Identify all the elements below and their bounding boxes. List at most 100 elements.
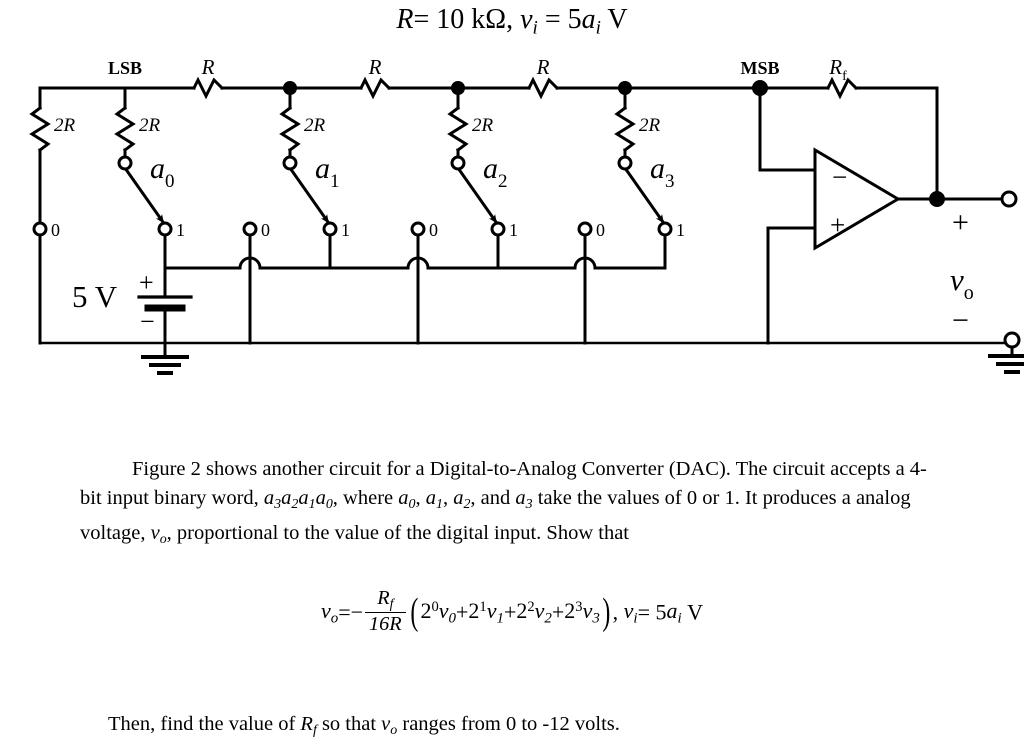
output-label-minus: −	[952, 304, 969, 337]
shunt-resistor-label-2: 2R	[304, 115, 326, 136]
eq-ai: ai	[666, 597, 682, 627]
wire-hop-3	[573, 256, 597, 270]
eq-close-paren: )	[602, 590, 611, 633]
para1-text-b: , where	[332, 486, 399, 509]
contact-label-0-terminator: 0	[51, 220, 60, 240]
contact-0-a1	[242, 221, 258, 237]
opamp-noninverting-sign: +	[830, 210, 845, 240]
eq-plus-1: +	[456, 599, 469, 625]
dac-circuit-figure: LSB MSB R R R Rf 2R 2R 2R 2R 2R a0 a1 a2…	[29, 55, 1024, 375]
title-v-equals: = 5	[544, 4, 582, 35]
series-resistor-R2	[358, 76, 392, 100]
para1-text-a: Figure 2 shows another circuit for a Dig…	[80, 457, 927, 509]
series-resistor-label-2: R	[536, 55, 550, 79]
eq-fraction: Rf 16R	[365, 587, 406, 636]
shunt-resistor-2R-4	[614, 105, 636, 153]
junction-dot-node2	[451, 81, 465, 95]
source-voltage-label: 5 V	[72, 279, 118, 314]
title-v-symbol: v	[520, 4, 533, 35]
switch-pivot-a0	[117, 155, 133, 171]
sep-2: ,	[442, 486, 454, 509]
shunt-resistor-2R-0	[29, 105, 51, 153]
feedback-resistor-label: Rf	[828, 55, 847, 84]
junction-dots	[283, 80, 945, 207]
contact-1-a0	[157, 221, 173, 237]
junction-dot-node3	[618, 81, 632, 95]
figure-title-formula: R= 10 kΩ, vi = 5ai V	[0, 4, 1024, 40]
bit-a2: a2	[453, 486, 471, 512]
title-unit: V	[607, 4, 628, 35]
eq-equals: =	[338, 599, 351, 625]
shunt-resistor-2R-1	[114, 105, 136, 153]
switch-arm-a1	[287, 165, 331, 225]
output-label-plus: +	[952, 206, 969, 239]
contact-label-1-a0: 1	[176, 220, 185, 240]
switch-arm-a2	[455, 165, 499, 225]
output-voltage-inline: vo	[150, 521, 167, 547]
switch-label-a0: a0	[150, 152, 175, 192]
series-resistor-R1	[191, 76, 225, 100]
wire-hop-1	[238, 256, 262, 270]
contact-label-0-a1: 0	[261, 220, 270, 240]
eq-plus-2: +	[503, 599, 517, 625]
switch-label-a2: a2	[483, 152, 508, 192]
output-terminal-negative	[1003, 331, 1021, 349]
bit-a0: a0	[398, 486, 416, 512]
switch-arm-a0	[122, 165, 166, 225]
eq-term-0: 20v0	[420, 597, 456, 627]
bit-a3: a3	[515, 486, 533, 512]
junction-dot-output	[929, 191, 945, 207]
binary-word: a3a2a1a0	[263, 486, 333, 512]
feedback-resistor-inline: Rf	[300, 712, 317, 738]
para1-text-c: take the values of 0 or 1. It produces a…	[80, 486, 911, 544]
contact-label-0-a2: 0	[429, 220, 438, 240]
series-resistor-label-0: R	[201, 55, 215, 79]
description-paragraph: Figure 2 shows another circuit for a Dig…	[80, 455, 946, 554]
displayed-equation: vo=− Rf 16R (20v0+21v1+22v2+23v3), vi= 5…	[0, 587, 1024, 637]
sep-3: , and	[470, 486, 516, 509]
eq-minus: −	[350, 599, 364, 625]
contact-label-1-a2: 1	[509, 220, 518, 240]
contact-0-terminator	[32, 221, 48, 237]
shunt-resistor-label-1: 2R	[139, 115, 161, 136]
shunt-resistor-label-0: 2R	[54, 115, 76, 136]
eq-term-1: 21v1	[468, 597, 504, 627]
output-voltage-label: vo	[950, 262, 974, 304]
contact-1-a3	[657, 221, 673, 237]
shunt-resistor-label-3: 2R	[472, 115, 494, 136]
junction-dot-msb	[752, 80, 768, 96]
switch-pivot-a2	[450, 155, 466, 171]
msb-label: MSB	[740, 58, 779, 78]
opamp-inverting-sign: −	[832, 162, 847, 192]
contact-label-1-a1: 1	[341, 220, 350, 240]
contact-0-a3	[577, 221, 593, 237]
feedback-resistor-Rf	[825, 76, 859, 100]
opamp-triangle	[813, 147, 901, 251]
title-v-subscript: i	[532, 17, 538, 39]
series-resistor-R3	[526, 76, 560, 100]
lsb-label: LSB	[108, 58, 142, 78]
contact-label-0-a3: 0	[596, 220, 605, 240]
shunt-resistor-2R-3	[447, 105, 469, 153]
switch-arm-a3	[622, 165, 666, 225]
output-terminal-positive	[1000, 190, 1018, 208]
source-polarity-minus: −	[140, 307, 155, 336]
eq-vi: vi	[623, 597, 638, 627]
para2-text-b: so that	[316, 712, 382, 735]
contact-label-1-a3: 1	[676, 220, 685, 240]
switch-pivot-a3	[617, 155, 633, 171]
shunt-resistor-2R-2	[279, 105, 301, 153]
para2-text-a: Then, find the value of	[108, 712, 301, 735]
eq-lhs: vo	[320, 597, 339, 627]
eq-plus-3: +	[551, 599, 565, 625]
eq-term-2: 22v2	[516, 597, 552, 627]
switch-label-a3: a3	[650, 152, 675, 192]
eq-open-paren: (	[410, 590, 419, 633]
wire-hop-2	[406, 256, 430, 270]
question-paragraph: Then, find the value of Rf so that vo ra…	[80, 710, 946, 745]
contact-1-a2	[490, 221, 506, 237]
para1-text-d: , proportional to the value of the digit…	[166, 521, 629, 544]
para2-text-c: ranges from 0 to -12 volts.	[397, 712, 620, 735]
eq-term-3: 23v3	[564, 597, 600, 627]
title-a-subscript: i	[595, 17, 601, 39]
